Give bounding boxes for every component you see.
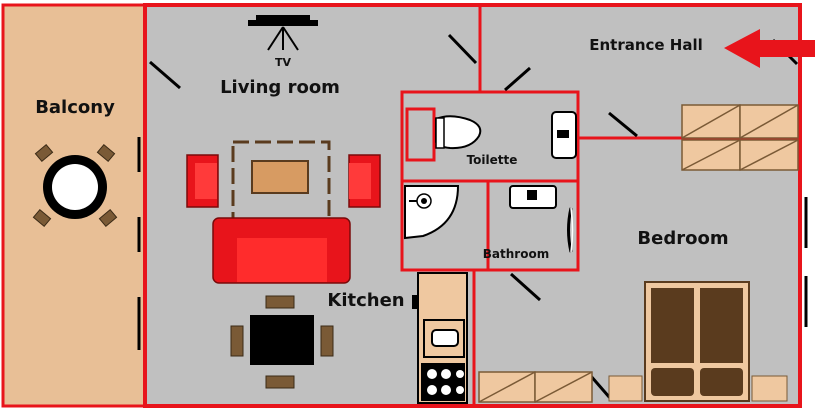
toilet-icon bbox=[405, 107, 482, 162]
armchair-left bbox=[186, 154, 219, 208]
entrance-arrow-icon bbox=[724, 29, 815, 68]
balcony-label: Balcony bbox=[35, 97, 115, 118]
kitchen-label: Kitchen bbox=[327, 290, 404, 311]
bathroom-label: Bathroom bbox=[483, 247, 549, 261]
bath-sink-icon bbox=[509, 185, 557, 209]
armchair-right bbox=[348, 154, 381, 208]
entrance-hall-label: Entrance Hall bbox=[589, 36, 703, 54]
living-room-label: Living room bbox=[220, 77, 340, 98]
bed-icon bbox=[608, 281, 788, 402]
wardrobe-top bbox=[681, 104, 799, 171]
sink-icon bbox=[551, 111, 577, 159]
coffee-table bbox=[231, 140, 331, 234]
window-marks bbox=[137, 137, 808, 350]
towel-rail-icon bbox=[567, 207, 574, 253]
shower-icon bbox=[404, 185, 460, 240]
round-table-icon bbox=[32, 143, 118, 228]
sofa-icon bbox=[212, 217, 351, 284]
balcony-area bbox=[1, 3, 147, 408]
tv-icon bbox=[248, 15, 318, 51]
dining-table-icon bbox=[230, 295, 334, 389]
stove-icon bbox=[412, 272, 468, 404]
wardrobe-bottom bbox=[478, 371, 593, 403]
toilette-label: Toilette bbox=[467, 153, 518, 167]
bedroom-label: Bedroom bbox=[637, 228, 728, 249]
tv-label: TV bbox=[275, 56, 292, 69]
